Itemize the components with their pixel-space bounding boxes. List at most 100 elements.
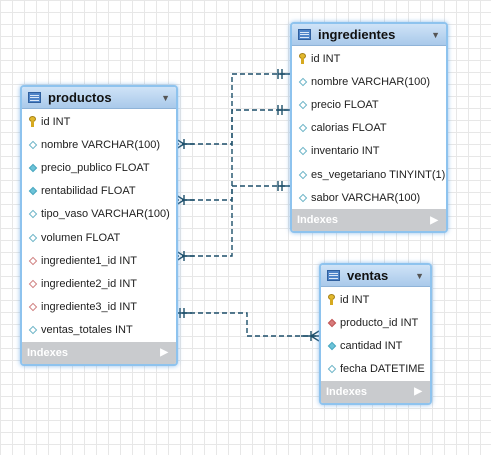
primary-key-icon [26,116,39,128]
column-list: id INT nombre VARCHAR(100) precio_public… [22,109,176,342]
column-icon [325,364,338,374]
collapse-arrow-icon[interactable]: ▼ [161,92,170,103]
column-label: rentabilidad FLOAT [41,185,136,198]
column-label: producto_id INT [340,316,419,329]
indexes-label: Indexes [297,214,338,227]
column-label: nombre VARCHAR(100) [311,75,431,88]
column-row[interactable]: fecha DATETIME [321,358,430,381]
column-list: id INT producto_id INT cantidad INT fech… [321,287,430,381]
column-row[interactable]: ingrediente1_id INT [22,249,176,272]
column-label: es_vegetariano TINYINT(1) [311,168,446,181]
column-row[interactable]: ventas_totales INT [22,319,176,342]
column-row[interactable]: es_vegetariano TINYINT(1) [292,163,446,186]
column-icon [296,193,309,202]
collapse-arrow-icon[interactable]: ▼ [431,29,440,40]
crows-foot-2 [175,194,194,206]
table-ingredientes[interactable]: ingredientes ▼ id INT nombre VARCHAR(100… [290,22,448,234]
table-header[interactable]: ingredientes ▼ [292,24,446,46]
foreign-key-not-null-icon [325,318,338,328]
column-row[interactable]: volumen FLOAT [22,226,176,249]
column-row[interactable]: id INT [321,288,430,311]
relationship-line-ventas [174,312,319,337]
column-label: nombre VARCHAR(100) [41,138,161,151]
column-row[interactable]: cantidad INT [321,334,430,357]
foreign-key-icon [26,279,39,289]
column-icon [26,210,39,219]
column-icon [296,170,309,179]
column-label: sabor VARCHAR(100) [311,191,421,204]
column-row[interactable]: precio_publico FLOAT [22,156,176,179]
column-label: id INT [340,293,370,306]
column-icon [26,140,39,150]
column-label: id INT [311,52,341,65]
not-null-column-icon [26,186,39,196]
indexes-label: Indexes [27,346,68,359]
indexes-footer[interactable]: Indexes ▶ [321,380,430,403]
one-bar-ingredientes-2 [277,105,290,115]
one-bar-ingredientes-1 [277,69,290,79]
column-row[interactable]: ingrediente2_id INT [22,272,176,295]
column-row[interactable]: sabor VARCHAR(100) [292,186,446,209]
table-icon [327,270,340,281]
table-title: productos [48,90,112,105]
not-null-column-icon [26,163,39,173]
column-list: id INT nombre VARCHAR(100) precio FLOAT … [292,46,446,209]
relationship-line-ingrediente3 [174,109,290,257]
expand-arrow-icon[interactable]: ▶ [160,347,168,359]
column-row[interactable]: id INT [22,110,176,133]
column-row[interactable]: precio FLOAT [292,93,446,116]
column-label: volumen FLOAT [41,231,121,244]
expand-arrow-icon[interactable]: ▶ [414,386,422,398]
not-null-column-icon [325,341,338,351]
column-label: ingrediente2_id INT [41,277,138,290]
column-label: precio FLOAT [311,98,379,111]
table-title: ventas [347,268,389,283]
column-row[interactable]: inventario INT [292,140,446,163]
indexes-footer[interactable]: Indexes ▶ [292,209,446,232]
column-icon [296,77,309,87]
table-header[interactable]: ventas ▼ [321,265,430,287]
column-label: fecha DATETIME [340,363,425,376]
primary-key-icon [296,53,309,65]
table-title: ingredientes [318,27,396,42]
column-row[interactable]: calorias FLOAT [292,117,446,140]
column-label: tipo_vaso VARCHAR(100) [41,208,170,221]
table-icon [298,29,311,40]
column-label: inventario INT [311,145,380,158]
expand-arrow-icon[interactable]: ▶ [430,214,438,226]
table-header[interactable]: productos ▼ [22,87,176,109]
column-row[interactable]: ingrediente3_id INT [22,296,176,319]
column-row[interactable]: id INT [292,47,446,70]
column-label: calorias FLOAT [311,122,387,135]
indexes-label: Indexes [326,385,367,398]
column-icon [296,147,309,156]
column-label: ingrediente3_id INT [41,301,138,314]
table-productos[interactable]: productos ▼ id INT nombre VARCHAR(100) p… [20,85,178,366]
table-icon [28,92,41,103]
crows-foot-ventas [301,330,320,342]
column-label: ingrediente1_id INT [41,254,138,267]
table-ventas[interactable]: ventas ▼ id INT producto_id INT cantidad… [319,263,432,405]
foreign-key-icon [26,302,39,312]
foreign-key-icon [26,256,39,265]
crows-foot-1 [175,138,194,150]
column-icon [296,123,309,133]
column-row[interactable]: rentabilidad FLOAT [22,180,176,203]
column-row[interactable]: nombre VARCHAR(100) [292,70,446,93]
column-icon [296,100,309,110]
one-bar-ingredientes-3 [277,181,290,191]
column-label: id INT [41,115,71,128]
column-label: precio_publico FLOAT [41,161,150,174]
relationship-line-ingrediente1 [174,73,290,145]
collapse-arrow-icon[interactable]: ▼ [415,270,424,281]
indexes-footer[interactable]: Indexes ▶ [22,341,176,364]
primary-key-icon [325,294,338,306]
column-row[interactable]: nombre VARCHAR(100) [22,133,176,156]
column-row[interactable]: producto_id INT [321,311,430,334]
column-label: cantidad INT [340,339,403,352]
column-label: ventas_totales INT [41,324,133,337]
column-icon [26,326,39,335]
column-row[interactable]: tipo_vaso VARCHAR(100) [22,203,176,226]
